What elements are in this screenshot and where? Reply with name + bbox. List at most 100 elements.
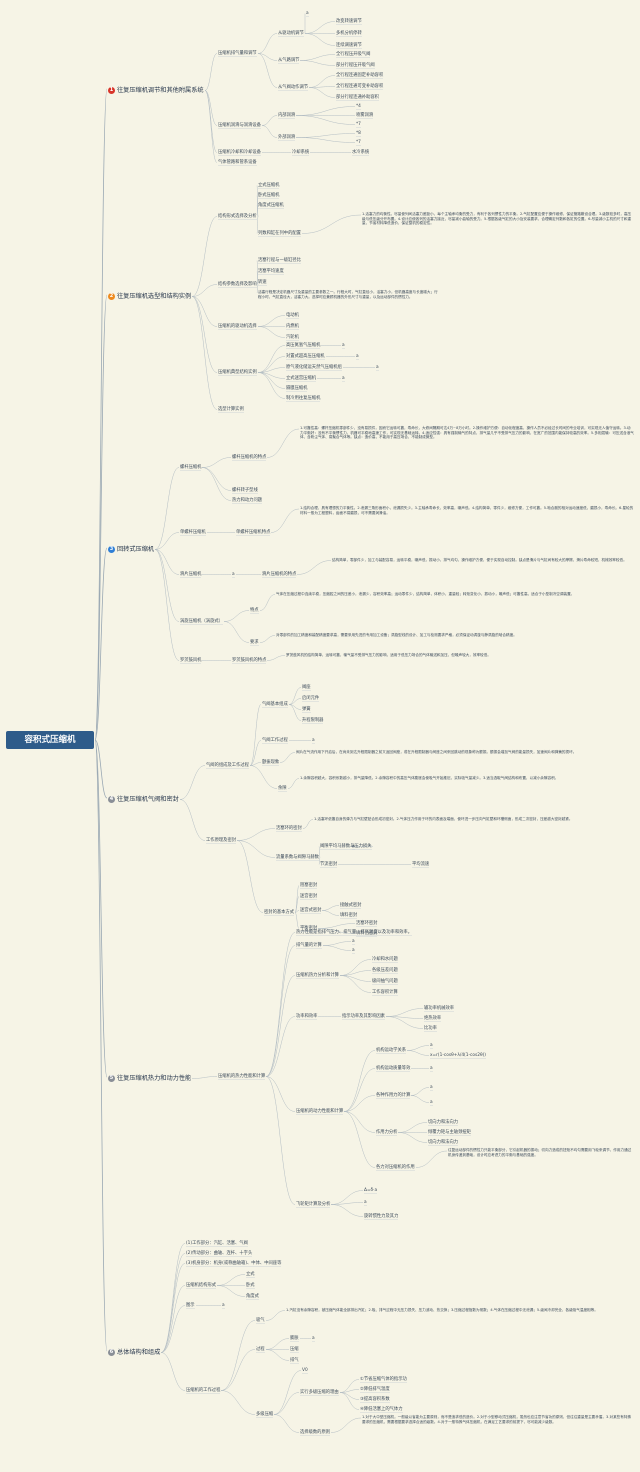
b5-thermo-definition[interactable]: 热力性能是指排气压力、排气量、排气温度以及功率和效率。 <box>296 930 413 935</box>
b6-process[interactable]: 过程 <box>256 1347 265 1352</box>
b4-labyrinth-type[interactable]: 接触式密封 <box>340 903 362 908</box>
b2-lng-unit[interactable]: 原气液化储运天然气压缩机组 <box>286 365 342 370</box>
b4-block-seal[interactable]: 迷宫密封 <box>300 894 318 899</box>
b2-motor[interactable]: 电动机 <box>286 313 299 318</box>
b4-ring-note[interactable]: 1.活塞环依靠自身的弹力与气缸壁贴合形成初密封。2.气体压力作用于环的内表面及端… <box>314 817 573 821</box>
b4-closure[interactable]: 启闭元件 <box>302 696 320 701</box>
b1-variable-clearance[interactable]: 全行程连通可变补助容积 <box>336 84 384 89</box>
b6-multistage[interactable]: 多级压缩 <box>256 1412 274 1417</box>
b3-screw-note[interactable]: 1.可靠性高：螺杆压缩机零部件少，没有易损件，因而它运转可靠，寿命长，大修间隔期… <box>300 426 634 440</box>
b3-screw-profile[interactable]: 螺杆转子型线 <box>232 488 258 493</box>
b1-cooling[interactable]: 压缩机冷却和冷却设备 <box>218 150 261 155</box>
b6-expansion-a[interactable]: a <box>312 1336 315 1341</box>
b1-partial-open-valve[interactable]: 部分行程压开吸气阀 <box>336 63 375 68</box>
b2-rotation-speed[interactable]: 转速 <box>258 280 267 285</box>
b1-lubrication[interactable]: 压缩机润滑与润滑设备 <box>218 123 261 128</box>
b4-flow-coef[interactable]: 阀隙平均马赫数与压力损失 <box>320 844 372 849</box>
b3-vane-note[interactable]: 结构简单，零部件少，加工与装配容易，运转平稳，噪声低，振动小，排气均匀，操作维护… <box>332 558 627 562</box>
b1-spray-lubrication[interactable]: 喷雾润滑 <box>356 113 374 118</box>
b2-column-config-note[interactable]: 1.活塞力的均衡性。尽量使列间活塞力差距小，每个主轴承均衡的受力，有利于各列惯性… <box>362 212 632 226</box>
b2-column-config[interactable]: 列数和缸在列中的配置 <box>258 231 301 236</box>
b2-a3[interactable]: a <box>376 365 379 370</box>
b3-scroll-requirement-note[interactable]: 对零部件的加工精度和装配精度要求高，需要采用先进的专用加工设备；涡旋型线的设计、… <box>276 633 517 637</box>
b3-vane-features[interactable]: 滑片压缩机的特点 <box>262 572 297 577</box>
b6-reason-1[interactable]: ①节省压缩气体的指示功 <box>360 1377 407 1382</box>
b5-fly-a[interactable]: a <box>364 1200 367 1205</box>
b4-clearance[interactable]: 余隙 <box>278 786 287 791</box>
b5-kin-formula[interactable]: x=r(1-cosθ+λ/4(1-cos2θ)) <box>430 1053 486 1058</box>
b5-kin-a[interactable]: a <box>430 1043 433 1048</box>
b2-labyrinth[interactable]: 立式迷宫压缩机 <box>286 376 317 381</box>
b2-driver-selection[interactable]: 压缩机的驱动机选择 <box>218 324 257 329</box>
b5-dynamic-performance[interactable]: 压缩机的动力性能和计算 <box>296 1109 344 1114</box>
b2-vertical[interactable]: 立式压缩机 <box>258 183 280 188</box>
b4-ring-seal[interactable]: 活塞环的密封 <box>276 826 302 831</box>
b6-reason-4[interactable]: ④降低活塞上的气体力 <box>360 1407 403 1412</box>
b3-scroll-feature-note[interactable]: 气体在压缩过程中连续平稳，压缩腔之间的压差小，泄漏少，容积效率高；运动零件少，结… <box>276 592 575 596</box>
b4-seal-methods[interactable]: 密封的基本方式 <box>264 910 295 915</box>
b3-screw[interactable]: 螺杆压缩机 <box>180 465 202 470</box>
root-node[interactable]: 容积式压缩机 <box>6 731 94 749</box>
b2-piston-speed[interactable]: 活塞平均速度 <box>258 269 284 274</box>
b5-fly-delta[interactable]: Δ=δ·a <box>364 1188 378 1193</box>
b5-tangential[interactable]: 切向力和法向力 <box>428 1120 459 1125</box>
b5-power-efficiency[interactable]: 功率和效率 <box>296 1014 318 1019</box>
b6-working-process[interactable]: 压缩机的工作过程 <box>186 1388 221 1393</box>
b1-drive-regulation[interactable]: 从驱动机调节 <box>278 31 304 36</box>
b3-roots-note[interactable]: 罗茨鼓风机的结构简单，运转可靠，输气量不受排气压力的影响，适用于低压力场合的气体… <box>286 653 491 657</box>
b1-full-open-valve[interactable]: 全行程压开吸气阀 <box>336 52 371 57</box>
b6-diagram-a[interactable]: a <box>222 1303 225 1308</box>
b1-speed-regulation[interactable]: 改变转速调节 <box>336 19 362 24</box>
b5-adiabatic-efficiency[interactable]: 绝热效率 <box>424 1016 442 1021</box>
b2-stroke-ratio[interactable]: 活塞行程与一级缸径比 <box>258 258 301 263</box>
b1-int-7[interactable]: *7 <box>356 122 361 127</box>
b1-ext-8[interactable]: *8 <box>356 131 361 136</box>
b6-suction-note[interactable]: 1.汽缸没有余隙容积，被压缩气体能全部排出汽缸；2.吸、排气过程中无压力损失、压… <box>286 1308 598 1312</box>
b5-disp-a1[interactable]: a <box>352 939 355 944</box>
b3-screw-thermo[interactable]: 热力和动力问题 <box>232 498 263 503</box>
b1-gas-path-regulation[interactable]: 从气路调节 <box>278 58 300 63</box>
b5-tangential-2[interactable]: 切向力和法向力 <box>428 1140 459 1145</box>
b5-force-analysis[interactable]: 作用力分析 <box>376 1130 398 1135</box>
b4-throttle-seal[interactable]: 阻塞密封 <box>300 883 318 888</box>
b4-flutter-note[interactable]: 阀片在气流作用下开启后，在尚未到达升程限制器之前又返回阀座，或在升程限制器与阀座… <box>296 750 577 754</box>
b1-fixed-clearance[interactable]: 全行程连通固定补助容积 <box>336 73 384 78</box>
b1-continuous-regulation[interactable]: 连续调速调节 <box>336 43 362 48</box>
b5-overturning[interactable]: 倾覆力矩与主轴颈扭矩 <box>428 1130 471 1135</box>
b6-v0[interactable]: V0 <box>302 1368 308 1373</box>
b6-transmission-part[interactable]: (2)传动部分：曲轴、连杆、十字头 <box>186 1251 253 1256</box>
b5-cooling-water[interactable]: 冷却和水问题 <box>372 957 398 962</box>
b2-turbine[interactable]: 汽轮机 <box>286 335 299 340</box>
b3-single-screw-features[interactable]: 单螺杆压缩机特点 <box>236 530 271 535</box>
b1-pipeline[interactable]: 气体管路和管系设备 <box>218 160 257 165</box>
b3-screw-features[interactable]: 螺杆压缩机的特点 <box>232 455 267 460</box>
b3-vane-a[interactable]: a <box>232 572 235 577</box>
b4-lift-limiter[interactable]: 升程限制器 <box>302 718 324 723</box>
b4-spring[interactable]: 弹簧 <box>302 707 311 712</box>
b5-mech-efficiency[interactable]: 输功率机械效率 <box>424 1006 455 1011</box>
b2-structure-form[interactable]: 结构形式选择及分析 <box>218 214 257 219</box>
b4-valve-process[interactable]: 气阀工作过程 <box>262 738 288 743</box>
b1-external-lubrication[interactable]: 外部润滑 <box>278 135 296 140</box>
b5-thermo-performance[interactable]: 压缩机的热力性能和计算 <box>218 1074 266 1079</box>
b4-labyrinth-seal[interactable]: 迷宫式密封 <box>300 908 322 913</box>
b1-valve-regulation[interactable]: 从气阀动作调节 <box>278 85 309 90</box>
b5-indicated-power[interactable]: 指示功率及其影响因素 <box>342 1014 385 1019</box>
b5-displacement[interactable]: 排气量的计算 <box>296 943 322 948</box>
b6-compression[interactable]: 压缩 <box>290 1347 299 1352</box>
b2-angular[interactable]: 角度式压缩机 <box>258 203 284 208</box>
b5-specific-power[interactable]: 比功率 <box>424 1026 437 1031</box>
b4-valve-composition[interactable]: 气阀的组成及工作过程 <box>206 763 249 768</box>
b2-a4[interactable]: a <box>342 376 345 381</box>
b6-angular[interactable]: 角度式 <box>246 1294 259 1299</box>
b4-flow-coef-a[interactable]: a <box>352 844 355 849</box>
b5-thermo-analysis[interactable]: 压缩机热力分析和计算 <box>296 973 339 978</box>
b2-a2[interactable]: a <box>356 354 359 359</box>
b4-packing-seal[interactable]: 平衡密封 <box>300 926 318 931</box>
b1-capacity-regulation[interactable]: 压缩机排气量和调节 <box>218 51 257 56</box>
b5-kinematics[interactable]: 机构运动学关系 <box>376 1048 407 1053</box>
